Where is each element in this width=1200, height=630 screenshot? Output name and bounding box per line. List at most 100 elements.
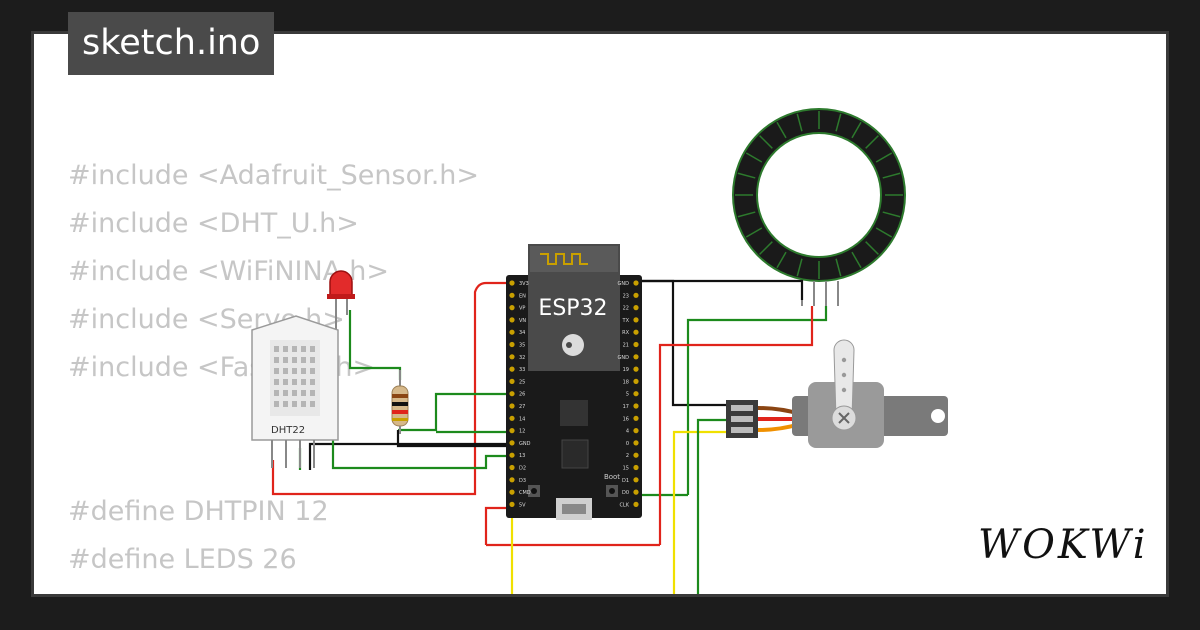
esp32-pin[interactable]	[509, 378, 515, 384]
ring-segment-divider	[865, 135, 879, 149]
esp32-pin[interactable]	[509, 341, 515, 348]
esp32-pin[interactable]	[633, 489, 639, 495]
code-line: #include <WiFiNINA.h>	[68, 256, 389, 287]
esp32-pin-label: 2	[626, 453, 629, 459]
esp32-pin-label: 5V	[519, 502, 526, 508]
esp32-pin[interactable]	[633, 292, 639, 298]
esp32-pin[interactable]	[633, 415, 639, 421]
esp32-pin[interactable]	[509, 415, 515, 421]
esp32-pin-label: RX	[622, 330, 629, 336]
ring-segment-divider	[835, 258, 842, 277]
esp32-pin-label: 21	[623, 343, 629, 349]
dht22-vent-slot	[274, 346, 279, 352]
esp32-pin[interactable]	[633, 477, 639, 483]
esp32-pin-label: TX	[622, 318, 630, 324]
dht22-vent-slot	[283, 379, 288, 385]
wokwi-logo: WOKWi	[978, 522, 1149, 568]
code-line: #include <Adafruit_Sensor.h>	[68, 160, 480, 191]
ring-segment-divider	[882, 172, 901, 179]
servo-motor[interactable]	[726, 339, 948, 448]
esp32-pin[interactable]	[633, 428, 639, 434]
esp32-pin-label: GND	[618, 355, 630, 361]
dht22-vent-slot	[283, 401, 288, 407]
code-line: #define LEDS 26	[68, 544, 297, 575]
neopixel-ring[interactable]	[732, 108, 906, 306]
esp32-pin[interactable]	[509, 366, 515, 372]
esp32-pin[interactable]	[633, 464, 639, 471]
esp32-pin[interactable]	[633, 317, 639, 323]
esp32-pin[interactable]	[509, 489, 515, 495]
esp32-pin[interactable]	[633, 305, 639, 311]
dht22-vent-slot	[310, 346, 315, 352]
esp32-pin-label: 5	[626, 392, 629, 398]
esp32-pin[interactable]	[633, 391, 639, 397]
ring-segment-divider	[851, 121, 862, 139]
ring-segment-divider	[759, 135, 773, 149]
dht22-vent-slot	[292, 357, 297, 363]
esp32-pin[interactable]	[509, 452, 515, 458]
esp32-pin[interactable]	[633, 440, 639, 446]
esp32-pin[interactable]	[633, 378, 639, 384]
resistor[interactable]	[391, 370, 409, 434]
esp32-pin-label: 12	[519, 429, 525, 435]
esp32-pin[interactable]	[509, 329, 515, 335]
esp32-pin[interactable]	[509, 292, 515, 298]
dht22-sensor[interactable]: DHT22	[251, 315, 339, 468]
dht22-vent-slot	[283, 390, 288, 396]
esp32-pin[interactable]	[509, 391, 515, 397]
esp32-pin-label: 35	[519, 343, 525, 349]
esp32-label: ESP32	[538, 296, 607, 321]
esp32-pin[interactable]	[509, 464, 515, 471]
red-led[interactable]	[327, 270, 355, 330]
esp32-pin[interactable]	[509, 440, 515, 446]
esp32-pin[interactable]	[633, 366, 639, 372]
dht22-vent-slot	[292, 346, 297, 352]
ring-segment-divider	[835, 113, 842, 132]
esp32-pin[interactable]	[509, 477, 515, 483]
esp32-pin[interactable]	[633, 452, 639, 458]
esp32-pin-label: D0	[622, 490, 629, 496]
esp32-pin-label: 0	[626, 441, 629, 447]
esp32-pin[interactable]	[633, 280, 639, 286]
esp32-pin[interactable]	[509, 280, 515, 286]
ring-segment-divider	[796, 258, 803, 277]
esp32-pin[interactable]	[509, 317, 515, 323]
esp32-pin[interactable]	[633, 354, 639, 360]
esp32-pin-label: 34	[519, 330, 525, 336]
esp32-pin[interactable]	[509, 501, 515, 507]
dht22-vent-slot	[292, 379, 297, 385]
sketch-title-tab[interactable]: sketch.ino	[68, 12, 275, 75]
dht22-vent-slot	[274, 401, 279, 407]
ring-segment-divider	[875, 227, 893, 238]
dht22-vent-slot	[292, 401, 297, 407]
ring-segment-divider	[745, 152, 763, 163]
esp32-pin-label: D1	[622, 478, 629, 484]
esp32-pin-label: 17	[623, 404, 629, 410]
esp32-pin-label: GND	[618, 281, 630, 287]
esp32-pin-label: 3V3	[519, 281, 529, 287]
code-line: #include <DHT_U.h>	[68, 208, 359, 239]
esp32-pin-label: 27	[519, 404, 525, 410]
esp32-pin-label: 25	[519, 379, 525, 385]
esp32-pin[interactable]	[509, 305, 515, 311]
esp32-pin[interactable]	[509, 354, 515, 360]
esp32-left-pins: 3V3ENVPVN343532332526271412GND13D2D3CMD5…	[509, 280, 531, 508]
dht22-vent-slot	[301, 379, 306, 385]
esp32-pin[interactable]	[633, 329, 639, 335]
esp32-board[interactable]: ESP32 Boot 3V3ENVPVN343532332526271412GN…	[506, 244, 642, 520]
esp32-pin[interactable]	[633, 341, 639, 348]
esp32-pin[interactable]	[633, 403, 639, 409]
dht22-vent-slot	[292, 390, 297, 396]
ring-segment-divider	[759, 241, 773, 255]
esp32-pin-label: 15	[623, 466, 629, 472]
esp32-pin[interactable]	[509, 403, 515, 409]
dht22-vent-slot	[283, 357, 288, 363]
ring-segment-divider	[865, 241, 879, 255]
esp32-pin-label: VN	[519, 318, 526, 324]
esp32-pin[interactable]	[633, 501, 639, 507]
dht22-vent-grid	[274, 346, 315, 407]
esp32-pin[interactable]	[509, 428, 515, 434]
esp32-pin-label: 26	[519, 392, 525, 398]
